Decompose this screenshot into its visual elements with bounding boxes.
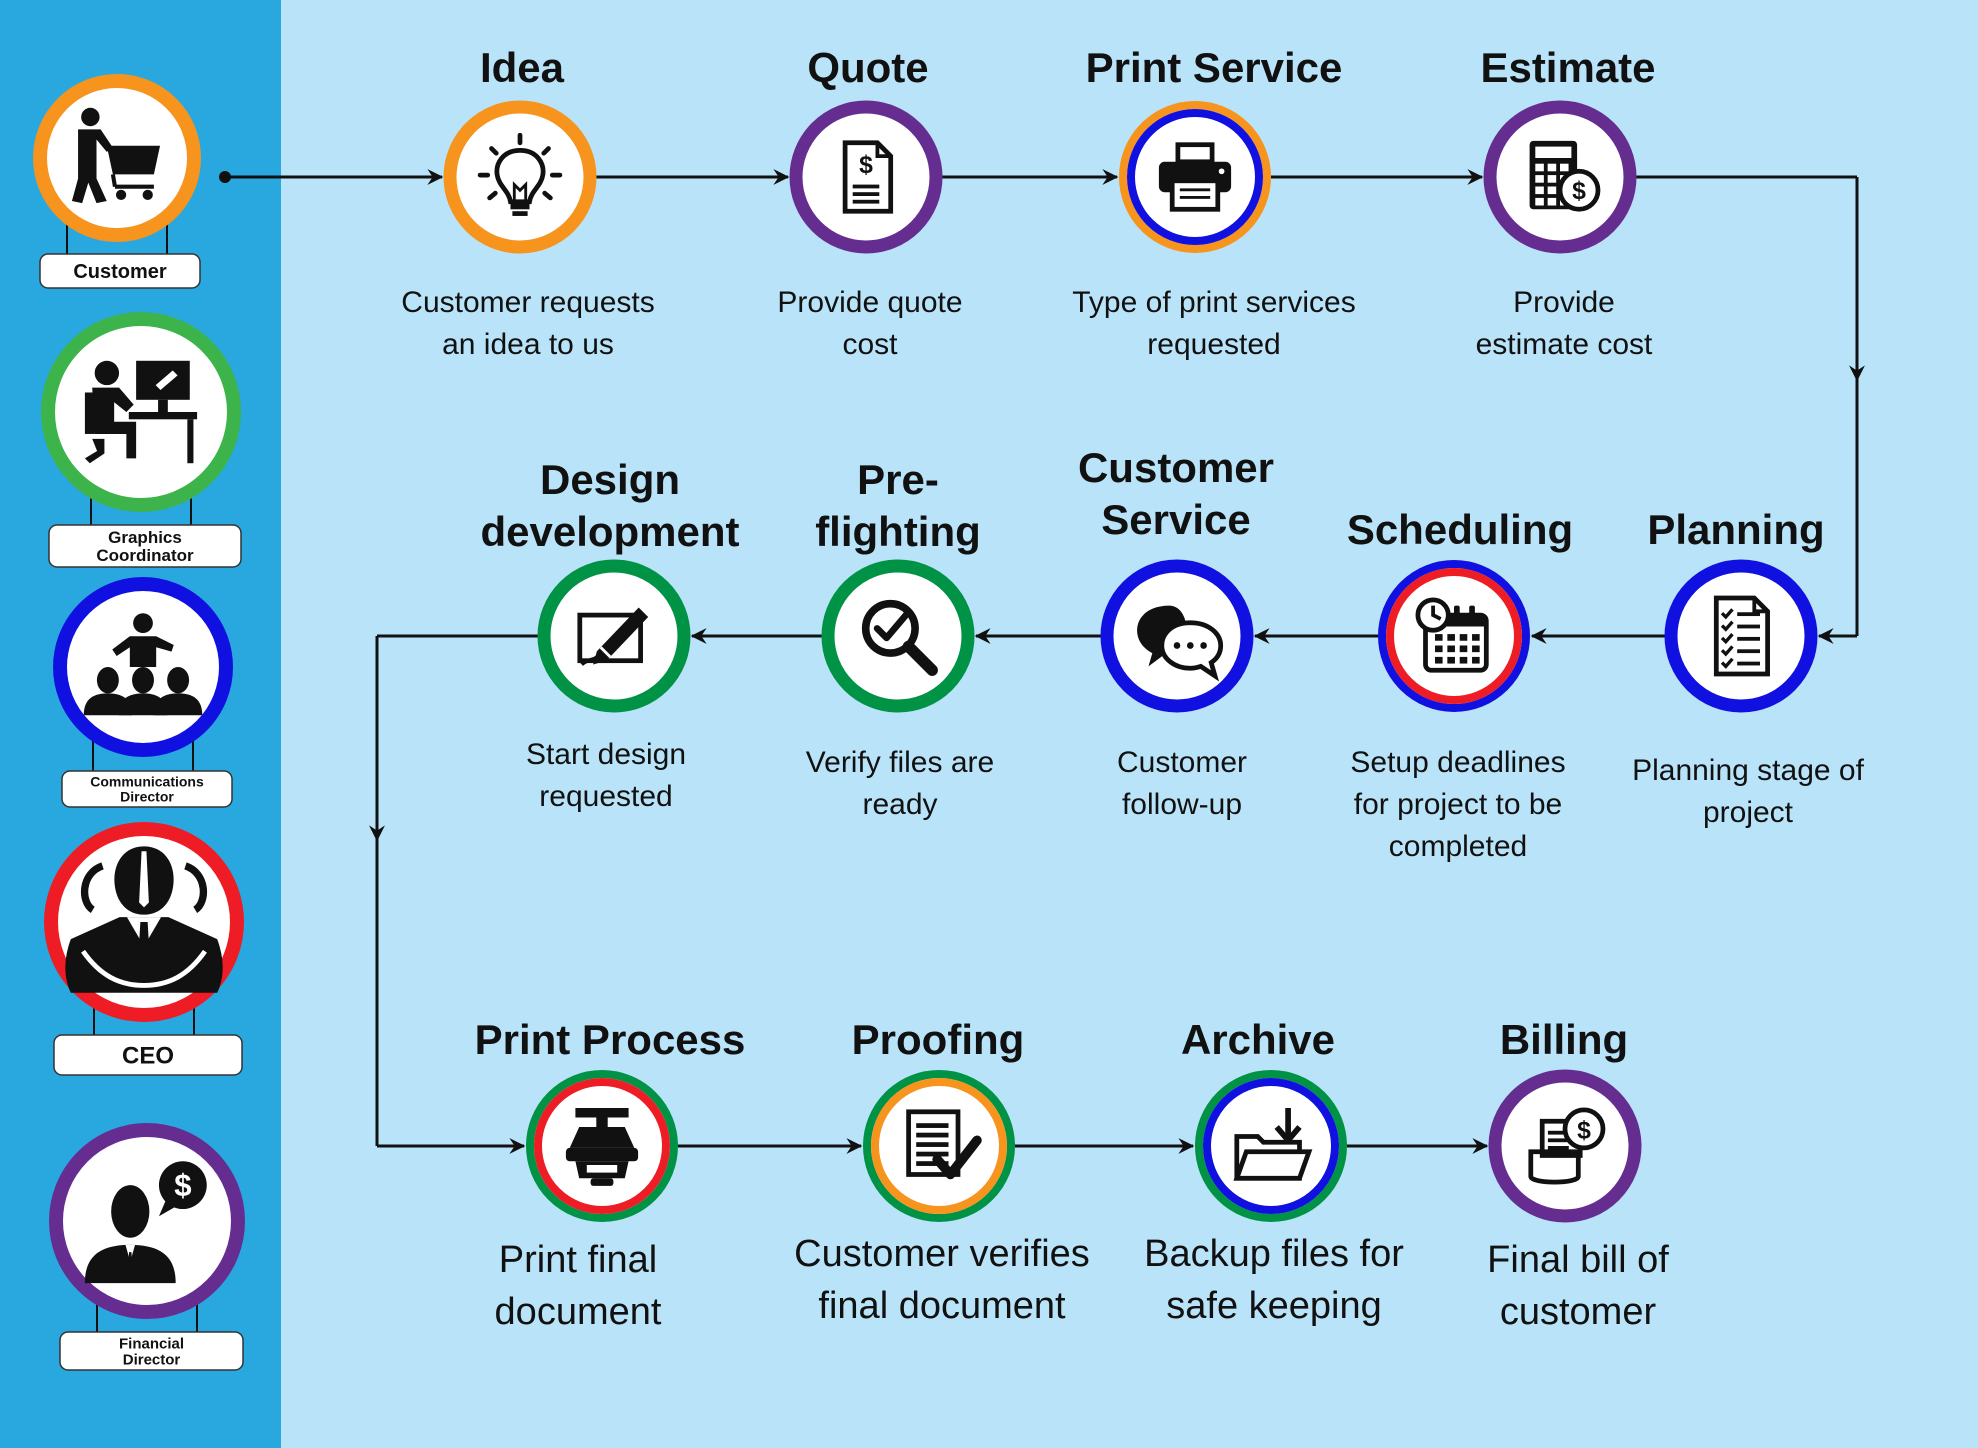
role-label-box-ceo xyxy=(53,1034,243,1076)
role-label-ceo: CEO xyxy=(122,1043,174,1070)
businessman-icon xyxy=(65,846,223,993)
step-circle-planning xyxy=(1664,559,1818,713)
calculator-dollar-icon: $ xyxy=(1529,140,1601,212)
printer-icon xyxy=(1158,142,1232,212)
document-check-icon xyxy=(906,1109,982,1180)
step-circle-archive xyxy=(1195,1070,1347,1222)
person-dollar-bubble-icon: $ xyxy=(84,1161,207,1284)
step-title-planning: Planning xyxy=(1647,506,1824,553)
print-press-icon xyxy=(565,1108,639,1186)
role-label-customer: Customer xyxy=(73,261,167,283)
role-ceo: CEO xyxy=(44,822,244,1076)
presenter-audience-icon xyxy=(83,613,203,716)
folder-download-icon xyxy=(1233,1107,1313,1181)
step-circle-pre-flighting xyxy=(821,559,975,713)
step-title-estimate: Estimate xyxy=(1480,44,1655,91)
role-customer: Customer xyxy=(33,74,201,289)
chat-bubbles-icon xyxy=(1137,605,1224,682)
step-title-print-process: Print Process xyxy=(475,1016,746,1063)
bill-dollar-icon: $ xyxy=(1528,1107,1606,1185)
svg-text:$: $ xyxy=(1577,1117,1591,1144)
step-circle-idea xyxy=(443,100,597,254)
dollar-document-icon: $ xyxy=(842,140,894,214)
step-title-idea: Idea xyxy=(480,44,565,91)
role-label-box-graphics xyxy=(48,524,242,568)
checklist-icon xyxy=(1713,595,1770,677)
designer-at-desk-icon xyxy=(84,360,198,464)
svg-text:$: $ xyxy=(174,1168,191,1203)
step-title-scheduling: Scheduling xyxy=(1347,506,1573,553)
step-title-quote: Quote xyxy=(807,44,928,91)
role-label-box-customer xyxy=(39,253,201,289)
step-title-proofing: Proofing xyxy=(852,1016,1025,1063)
connectors xyxy=(219,169,1865,1154)
role-label-box-financial xyxy=(59,1331,244,1371)
step-title-print-service: Print Service xyxy=(1086,44,1343,91)
magnifier-check-icon xyxy=(861,599,938,676)
svg-text:$: $ xyxy=(1572,178,1586,205)
step-title-pre-flighting: Pre-flighting xyxy=(815,456,981,555)
calendar-clock-icon xyxy=(1415,597,1489,673)
step-circle-quote xyxy=(789,100,943,254)
shopping-cart-person-icon xyxy=(71,107,161,204)
step-title-billing: Billing xyxy=(1500,1016,1628,1063)
step-title-archive: Archive xyxy=(1181,1016,1335,1063)
design-pen-icon xyxy=(577,607,649,666)
lightbulb-icon xyxy=(477,132,563,216)
svg-text:$: $ xyxy=(859,152,873,179)
role-label-box-comms xyxy=(61,770,233,808)
